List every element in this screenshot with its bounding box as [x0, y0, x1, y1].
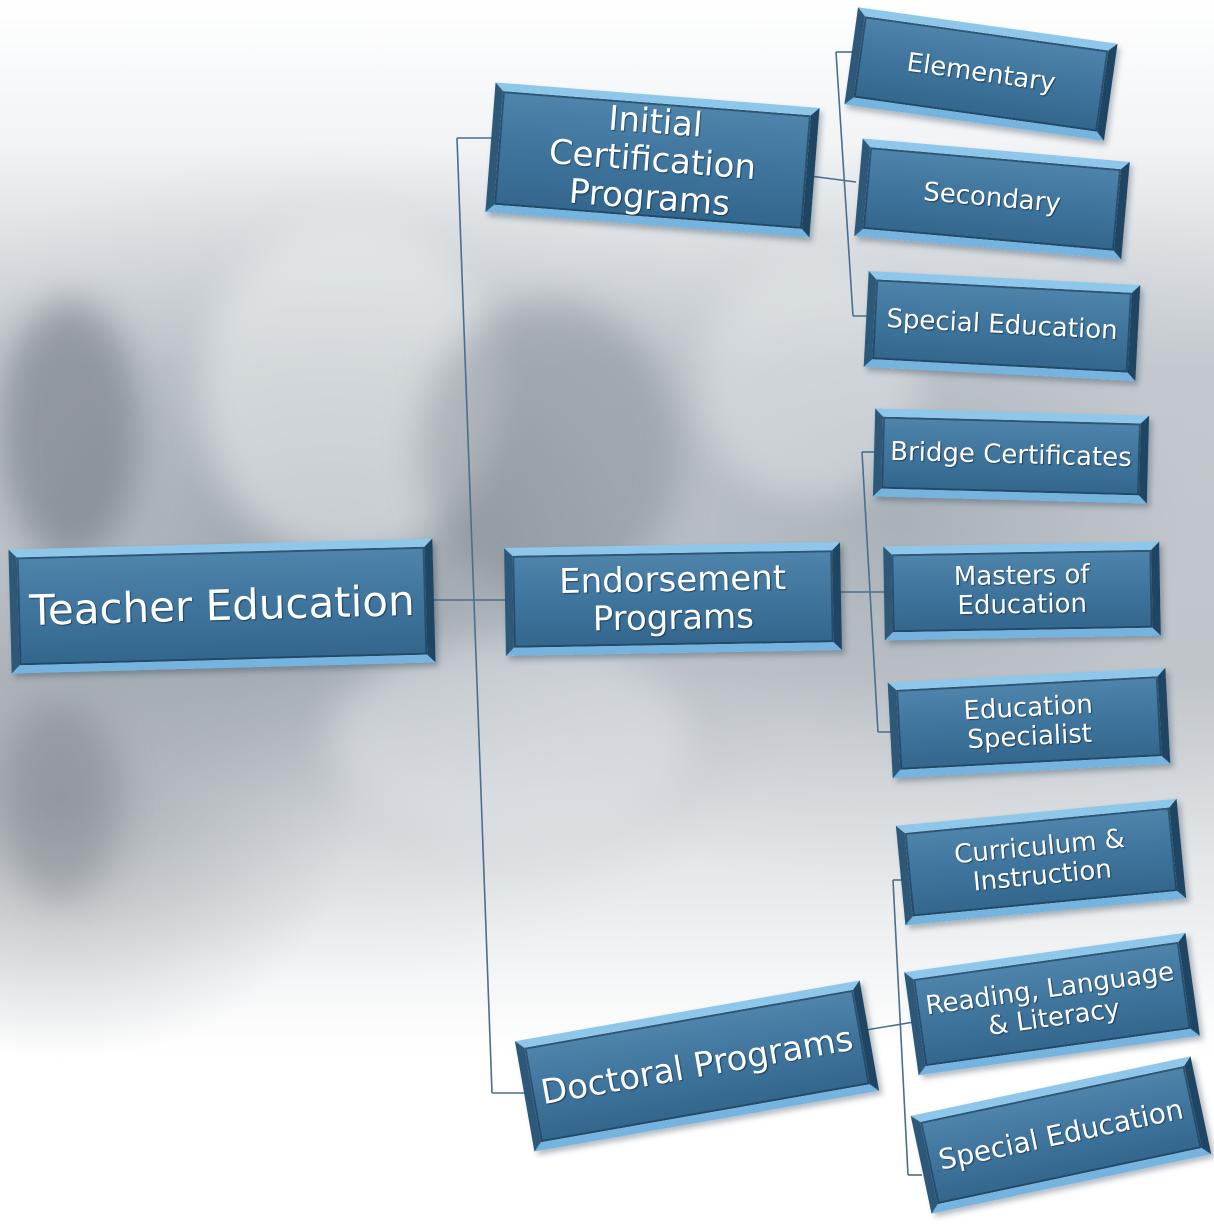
special-education-doctoral-label: Special Education — [935, 1092, 1187, 1177]
curriculum-instruction-label: Curriculum & Instruction — [952, 823, 1127, 898]
masters-of-education-box: Masters of Education — [883, 541, 1161, 641]
special-education-initial-label: Special Education — [885, 304, 1119, 347]
connector-endorsement-trunk — [861, 451, 879, 733]
bridge-certificates-label: Bridge Certificates — [889, 437, 1133, 474]
initial-certification-label: Initial Certification Programs — [547, 98, 758, 225]
doctoral-programs-label: Doctoral Programs — [537, 1018, 857, 1114]
special-education-initial-box: Special Education — [863, 270, 1141, 382]
connector-initial-out — [809, 175, 857, 183]
photo-shape — [330, 640, 690, 840]
bridge-certificates-box: Bridge Certificates — [872, 408, 1150, 504]
education-specialist-label: Education Specialist — [962, 689, 1094, 756]
elementary-label: Elementary — [904, 48, 1058, 99]
photo-shape — [0, 300, 140, 560]
endorsement-programs-box: Endorsement Programs — [504, 542, 842, 656]
connector-doctoral-trunk — [892, 879, 909, 1176]
masters-of-education-label: Masters of Education — [953, 559, 1090, 622]
teacher-education-label: Teacher Education — [28, 576, 416, 636]
initial-certification-box: Initial Certification Programs — [485, 82, 820, 238]
connector-doctoral-out — [865, 1021, 915, 1031]
photo-shape — [0, 700, 120, 900]
reading-language-literacy-label: Reading, Language & Literacy — [923, 956, 1176, 1042]
endorsement-programs-label: Endorsement Programs — [558, 557, 787, 640]
secondary-label: Secondary — [922, 177, 1062, 220]
connector-initial-trunk — [835, 51, 854, 317]
photo-shape — [200, 220, 500, 560]
teacher-education-box: Teacher Education — [8, 538, 436, 674]
connector-trunk — [456, 137, 493, 1094]
education-specialist-box: Education Specialist — [887, 667, 1171, 779]
